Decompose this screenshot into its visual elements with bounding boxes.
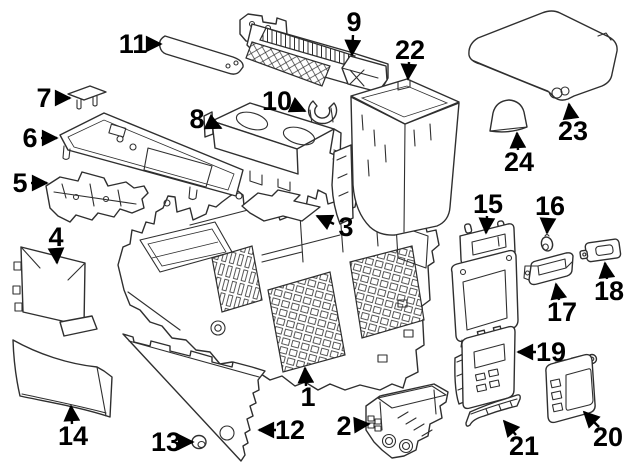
callout-number-18: 18	[594, 276, 624, 306]
part-19-switch-panel	[454, 325, 516, 410]
callout-number-20: 20	[593, 422, 623, 452]
callout-arrow-8	[203, 114, 223, 130]
callout-number-12: 12	[275, 415, 305, 445]
part-12-side-panel	[122, 333, 266, 462]
part-20-rear-trim-panel	[545, 353, 598, 424]
callout-arrow-2	[353, 416, 371, 434]
callout-number-15: 15	[473, 189, 503, 219]
part-9-upper-tray	[239, 13, 389, 93]
callout-number-4: 4	[48, 222, 63, 252]
part-10-retainer-cup	[307, 100, 338, 125]
part-17-bezel	[523, 252, 574, 286]
part-6-top-trim-panel	[59, 112, 244, 201]
part-14-side-panel	[12, 339, 113, 418]
callout-arrow-22	[400, 61, 418, 81]
callout-number-7: 7	[36, 83, 51, 113]
callout-number-5: 5	[12, 168, 27, 198]
part-15-rear-panel	[450, 220, 519, 348]
part-8-cupholder	[203, 102, 346, 192]
callout-arrow-20	[582, 410, 601, 429]
callout-number-6: 6	[22, 123, 37, 153]
callout-number-11: 11	[119, 29, 148, 59]
part-1-console-frame	[117, 189, 440, 391]
part-4-carrier-panel	[12, 246, 98, 337]
part-7-clip	[67, 85, 107, 110]
part-11-tray-lid	[158, 35, 244, 75]
callout-number-17: 17	[547, 297, 577, 327]
part-5-bracket	[45, 171, 149, 223]
callout-number-10: 10	[262, 86, 292, 116]
callout-arrow-9	[344, 34, 362, 57]
callout-number-19: 19	[536, 337, 566, 367]
callout-arrow-4	[47, 247, 65, 265]
callout-number-8: 8	[189, 104, 204, 134]
callout-number-16: 16	[535, 191, 565, 221]
callout-arrow-16	[539, 217, 557, 235]
callout-number-3: 3	[338, 212, 353, 242]
part-18-switch-blank	[579, 238, 622, 263]
callout-arrow-3	[315, 214, 335, 231]
callout-arrow-15	[478, 215, 496, 235]
callout-number-1: 1	[300, 382, 315, 412]
part-2-rear-bracket	[365, 383, 449, 459]
part-16-knob	[540, 233, 554, 252]
part-23-armrest-lid	[468, 10, 618, 101]
part-24-hinge-cover	[489, 99, 528, 133]
callout-number-22: 22	[395, 35, 425, 65]
callout-arrow-21	[502, 419, 521, 438]
callout-arrow-10	[287, 97, 307, 113]
part-3-floor-mat	[241, 189, 321, 222]
callout-number-23: 23	[558, 116, 588, 146]
callout-arrow-18	[598, 261, 616, 280]
callout-number-13: 13	[151, 427, 181, 457]
part-13-grommet	[191, 434, 207, 450]
callout-number-2: 2	[336, 411, 351, 441]
part-22-storage-bin	[331, 78, 460, 236]
callout-number-21: 21	[509, 431, 539, 461]
callout-arrow-1	[297, 366, 315, 387]
callout-number-14: 14	[58, 421, 88, 451]
callout-number-24: 24	[504, 147, 534, 177]
callout-arrow-24	[509, 131, 527, 151]
part-21-scuff-strip	[465, 394, 521, 427]
callout-arrow-17	[550, 282, 568, 301]
callout-number-9: 9	[346, 7, 361, 37]
callout-arrow-23	[562, 102, 580, 121]
callout-arrow-14	[63, 404, 81, 425]
